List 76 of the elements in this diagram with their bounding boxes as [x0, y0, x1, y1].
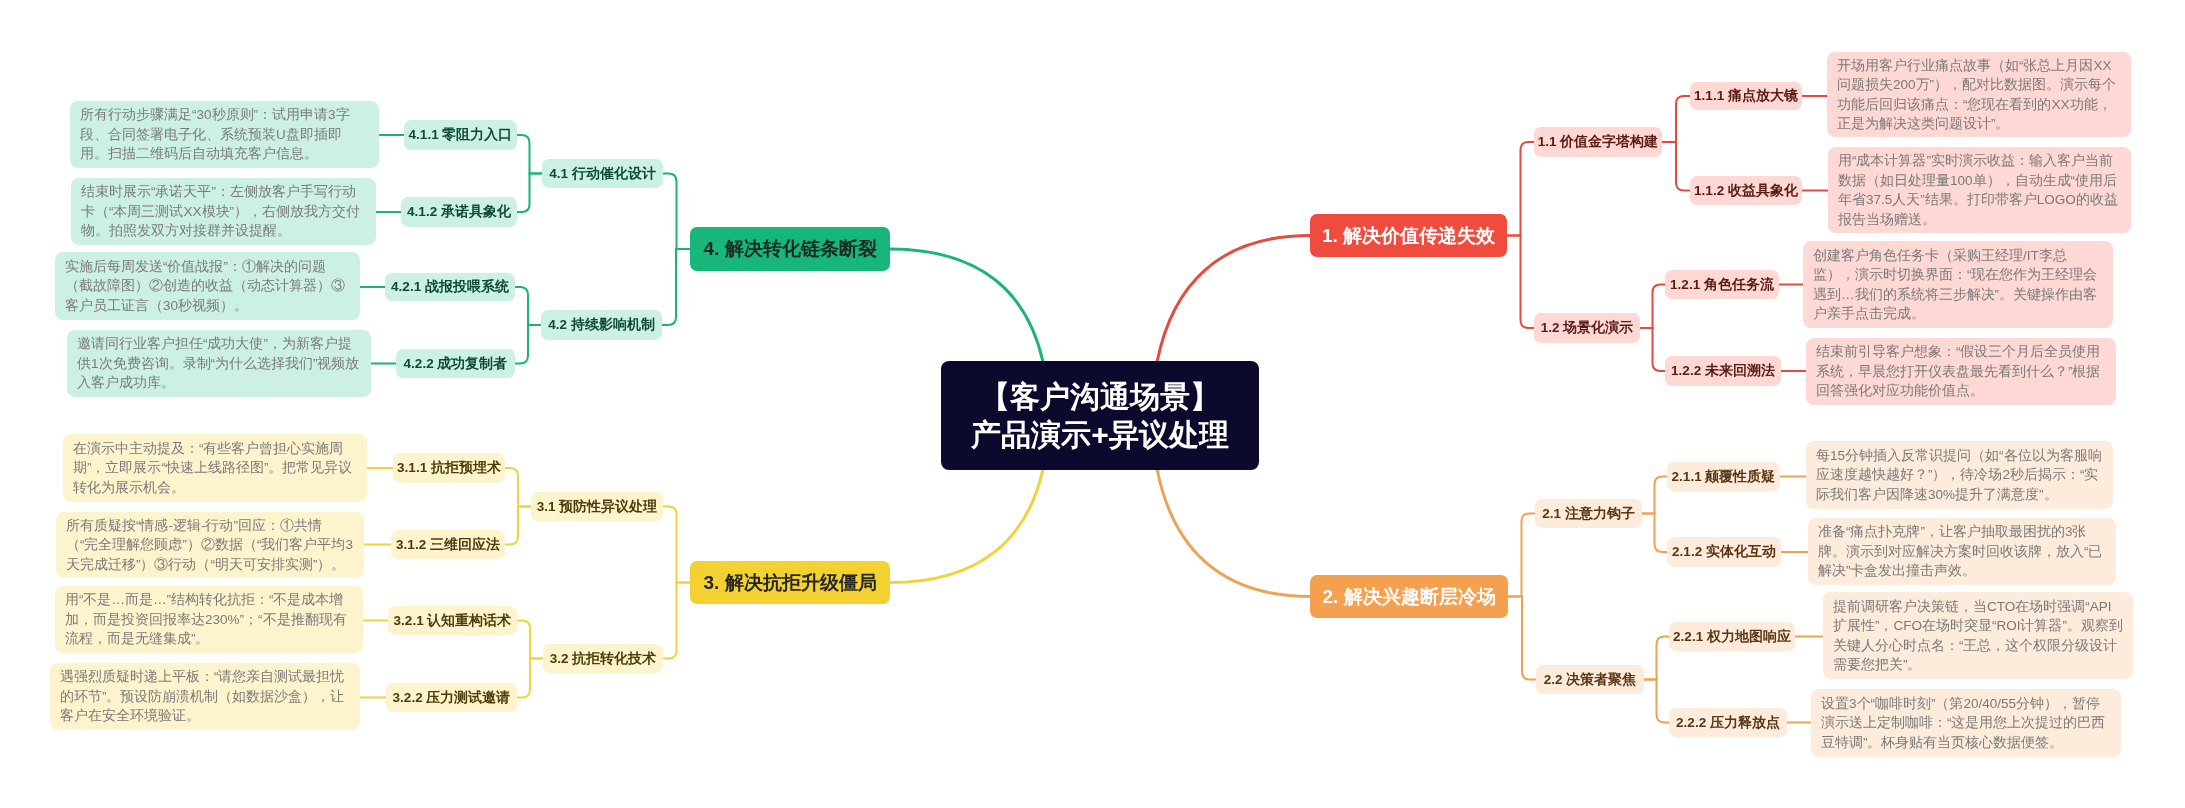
connector-line — [1641, 512, 1668, 553]
topic-box: 2.1 注意力钩子 — [1535, 499, 1642, 528]
note-box: 准备“痛点扑克牌”，让客户抽取最困扰的3张牌。演示到对应解决方案时回收该牌，放入“已解决”卡盒发出撞击声效。 — [1808, 518, 2116, 585]
connector-line — [378, 134, 405, 136]
main-topic-box: 1. 解决价值传递失效 — [1310, 214, 1507, 257]
topic-box: 1.1 价值金字塔构建 — [1534, 127, 1662, 157]
connector-line — [662, 581, 691, 660]
subtopic-box: 4.1.2 承诺具象化 — [401, 197, 517, 227]
topic-box: 3.1 预防性异议处理 — [531, 492, 663, 521]
topic-box: 3.2 抗拒转化技术 — [543, 644, 663, 673]
branch-curve — [1155, 468, 1312, 598]
connector-line — [1780, 551, 1809, 553]
connector-line — [366, 467, 394, 469]
subtopic-box: 1.2.2 未来回溯法 — [1665, 356, 1781, 386]
subtopic-box: 3.2.1 认知重构话术 — [388, 606, 517, 635]
main-topic-box: 2. 解决兴趣断层冷场 — [1310, 575, 1508, 618]
main-topic-box: 3. 解决抗拒升级僵局 — [690, 561, 890, 604]
subtopic-box: 4.2.2 成功复制者 — [396, 349, 515, 378]
note-box: 所有质疑按“情感-逻辑-行动”回应：①共情（“完全理解您顾虑”）②数据（“我们客户平均3天完成迁移”）③行动（“明天可安排实测”）。 — [56, 512, 364, 578]
branch-curve — [1155, 234, 1312, 363]
note-box: 所有行动步骤满足“30秒原则”：试用申请3字段、合同签署电子化、系统预装U盘即插即用。扫描二维码后自动填充客户信息。 — [70, 101, 379, 168]
subtopic-box: 2.1.2 实体化互动 — [1667, 537, 1781, 567]
note-box: 创建客户角色任务卡（采购王经理/IT李总监），演示时切换界面：“现在您作为王经理会遇到…我们的系统将三步解决”。关键操作由客户亲手点击完成。 — [1803, 241, 2113, 328]
connector-line — [370, 362, 397, 365]
connector-line — [1639, 327, 1666, 372]
connector-line — [1779, 475, 1807, 478]
connector-line — [1794, 635, 1824, 638]
connector-line — [1643, 678, 1670, 724]
subtopic-box: 1.1.2 收益具象化 — [1690, 176, 1802, 205]
note-box: 邀请同行业客户担任“成功大使”，为新客户提供1次免费咨询。录制“为什么选择我们”视频放入客户成功库。 — [67, 330, 371, 397]
connector-line — [363, 543, 392, 546]
subtopic-box: 1.1.1 痛点放大镜 — [1690, 82, 1802, 110]
subtopic-box: 3.1.2 三维回应法 — [391, 530, 505, 559]
topic-box: 4.1 行动催化设计 — [542, 159, 663, 188]
subtopic-box: 2.2.2 压力释放点 — [1669, 708, 1787, 737]
connector-line — [375, 211, 402, 213]
note-box: 在演示中主动提及：“有些客户曾担心实施周期”，立即展示“快速上线路径图”。把常见异议转化为展示机会。 — [63, 434, 367, 502]
branch-curve — [888, 247, 1045, 363]
note-box: 设置3个“咖啡时刻”（第20/40/55分钟），暂停演示送上定制咖啡：“这是用您上次提过的巴西豆特调”。杯身贴有当页核心数据便签。 — [1811, 689, 2121, 757]
subtopic-box: 1.2.1 角色任务流 — [1665, 270, 1779, 299]
connector-line — [1786, 721, 1812, 724]
connector-line — [516, 657, 544, 699]
note-box: 结束前引导客户想象：“假设三个月后全员使用系统，早晨您打开仪表盘最先看到什么？”根据回答强化对应功能价值点。 — [1806, 338, 2116, 405]
subtopic-box: 2.2.1 权力地图响应 — [1669, 622, 1795, 651]
connector-line — [1780, 370, 1807, 372]
connector-line — [359, 286, 386, 288]
note-box: 用“不是…而是…”结构转化抗拒：“不是成本增加，而是投资回报率达230%”；“不是推翻现有流程，而是无缝集成”。 — [55, 586, 363, 653]
subtopic-box: 2.1.1 颠覆性质疑 — [1667, 462, 1780, 491]
topic-box: 4.2 持续影响机制 — [541, 310, 662, 340]
subtopic-box: 3.2.2 压力测试邀请 — [386, 683, 517, 712]
connector-line — [1661, 141, 1691, 192]
connector-line — [514, 324, 542, 365]
subtopic-box: 4.2.1 战报投喂系统 — [385, 273, 515, 301]
topic-box: 2.2 决策者聚焦 — [1536, 665, 1644, 694]
note-box: 结束时展示“承诺天平”：左侧放客户手写行动卡（“本周三测试XX模块”），右侧放我方交付物。拍照发双方对接群并设提醒。 — [71, 178, 376, 245]
connector-line — [1506, 234, 1535, 329]
note-box: 提前调研客户决策链，当CTO在场时强调“API扩展性”，CFO在场时突显“ROI计算器”。观察到关键人分心时点名：“王总，这个权限分级设计需要您把关”。 — [1823, 592, 2133, 679]
note-box: 遇强烈质疑时递上平板：“请您亲自测试最担忧的环节”。预设防崩溃机制（如数据沙盒），让客户在安全环境验证。 — [50, 663, 360, 730]
main-topic-box: 4. 解决转化链条断裂 — [690, 227, 890, 271]
connector-line — [1801, 95, 1828, 97]
connector-line — [1801, 189, 1829, 192]
connector-line — [1507, 595, 1537, 681]
branch-curve — [888, 468, 1045, 584]
connector-line — [1778, 283, 1804, 286]
subtopic-box: 4.1.1 零阻力入口 — [404, 120, 517, 150]
topic-box: 1.2 场景化演示 — [1534, 313, 1640, 343]
connector-line — [516, 172, 543, 213]
connector-line — [362, 619, 389, 622]
connector-line — [359, 696, 387, 699]
central-topic-box: 【客户沟通场景】产品演示+异议处理 — [941, 361, 1259, 470]
subtopic-box: 3.1.1 抗拒预埋术 — [393, 453, 505, 483]
note-box: 用“成本计算器”实时演示收益：输入客户当前数据（如日处理量100单），自动生成“使用后年省37.5人天”结果。打印带客户LOGO的收益报告当场赠送。 — [1828, 147, 2131, 233]
connector-line — [504, 505, 532, 546]
note-box: 每15分钟插入反常识提问（如“各位以为客服响应速度越快越好？”），待冷场2秒后揭示：“实际我们客户因降速30%提升了满意度”。 — [1806, 441, 2113, 509]
note-box: 开场用客户行业痛点故事（如“张总上月因XX问题损失200万”），配对比数据图。演示每个功能后回归该痛点：“您现在看到的XX功能，正是为解决这类问题设计”。 — [1827, 52, 2131, 137]
note-box: 实施后每周发送“价值战报”：①解决的问题（截故障图）②创造的收益（动态计算器）③客户员工证言（30秒视频）。 — [55, 252, 360, 320]
